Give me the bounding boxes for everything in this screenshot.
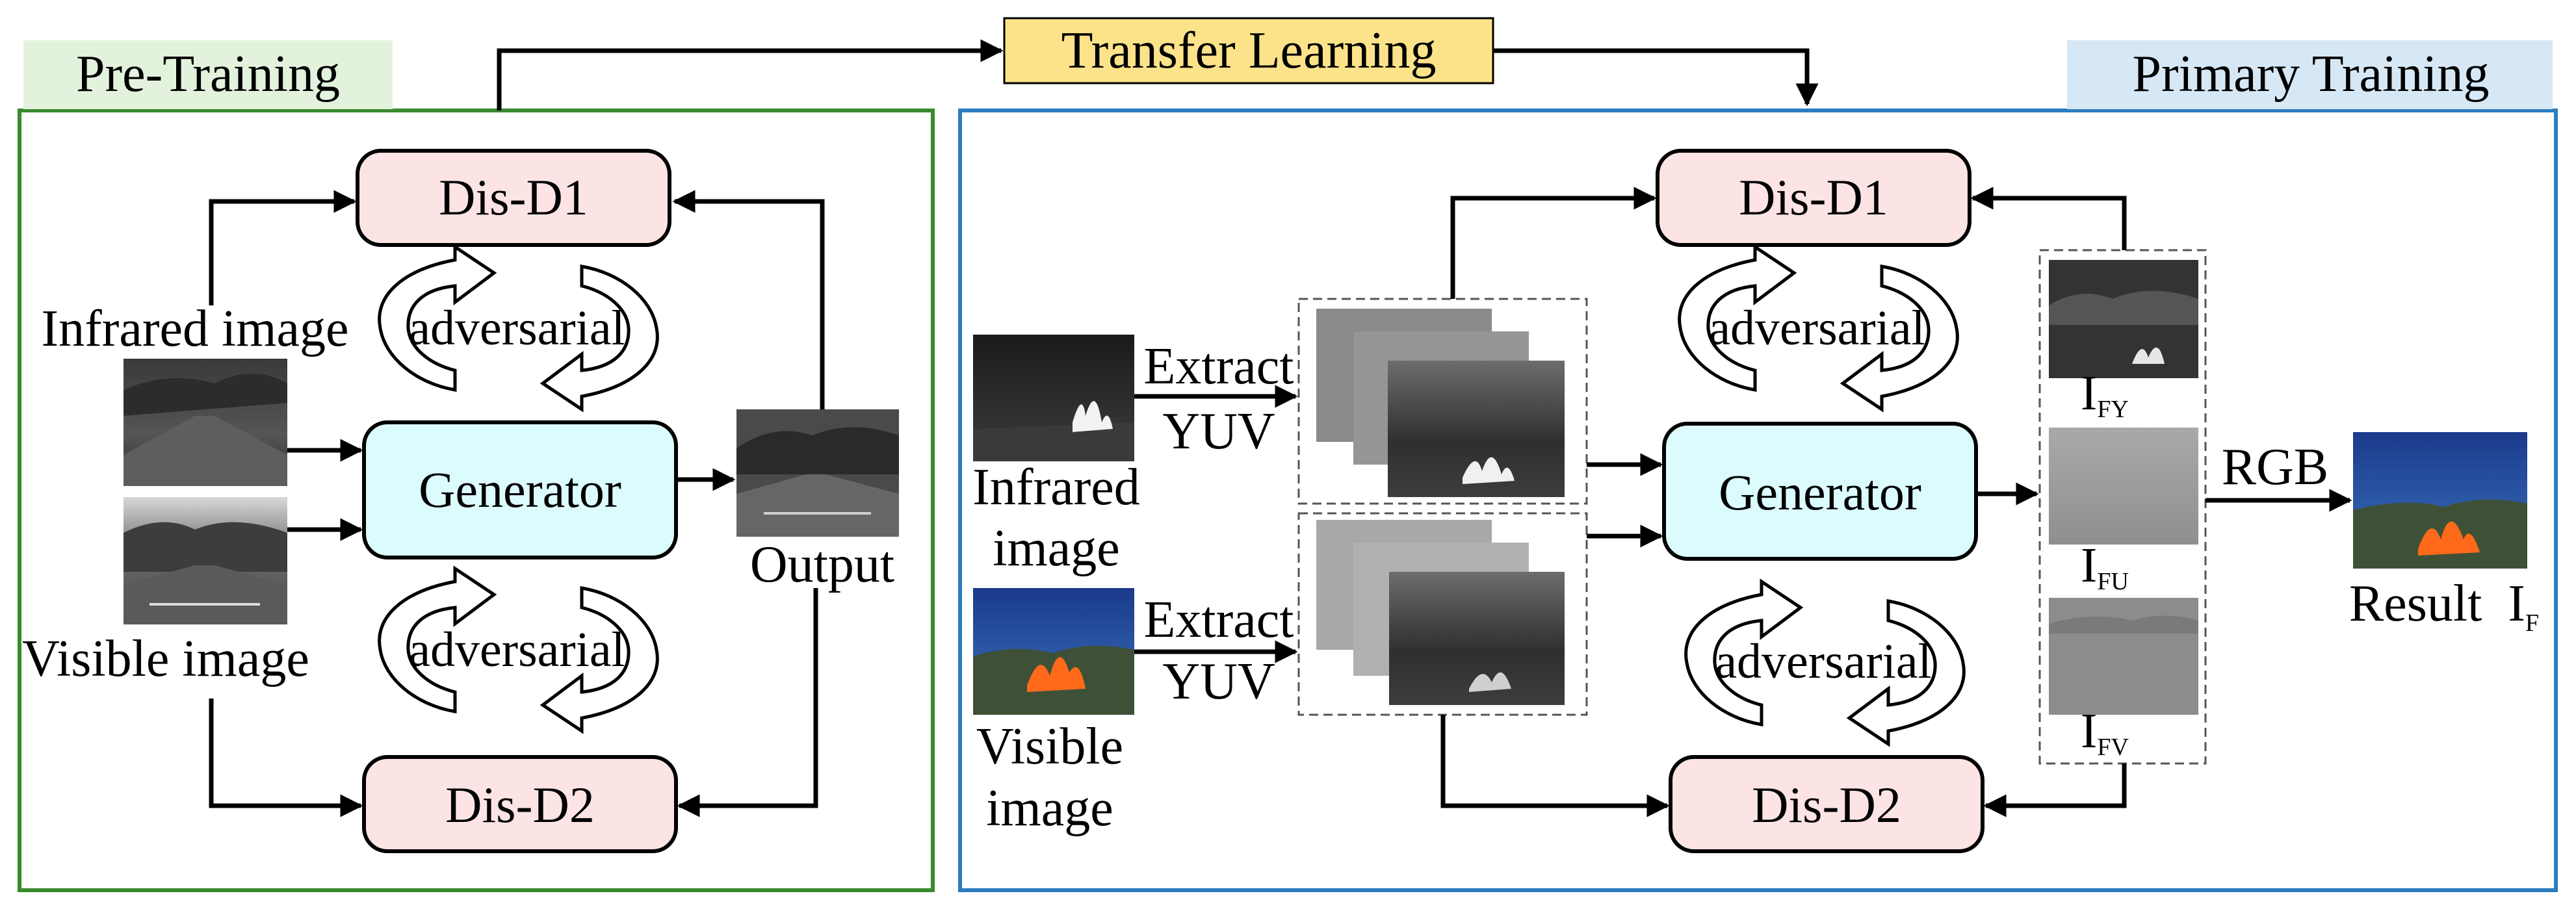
pretrain-infrared-thumbnail — [124, 359, 287, 486]
svg-text:Generator: Generator — [419, 461, 621, 518]
primary-title: Primary Training — [2133, 45, 2490, 103]
pretrain-arrows — [209, 190, 825, 817]
primary-extract-2: Extract — [1144, 591, 1294, 648]
primary-extract-1: Extract — [1144, 338, 1294, 395]
svg-text:Dis-D1: Dis-D1 — [1739, 169, 1888, 225]
primary-yuv-1: YUV — [1162, 403, 1275, 460]
primary-infrared-yuv-stack — [1297, 298, 1588, 505]
primary-visible-label-2: image — [986, 780, 1113, 837]
primary-panel — [958, 109, 2558, 892]
pretrain-dis-d2: Dis-D2 — [362, 755, 678, 853]
primary-i-fy: IFY — [2081, 366, 2129, 423]
primary-visible-yuv-stack — [1297, 512, 1588, 716]
transfer-arrows — [497, 39, 1819, 110]
pretrain-adversarial-top-icon — [378, 244, 659, 413]
primary-result-thumbnail — [2353, 432, 2527, 569]
pretrain-adversarial-top: adversarial — [408, 301, 625, 355]
primary-adversarial-bottom-icon — [1684, 578, 1966, 747]
primary-generator: Generator — [1662, 422, 1978, 561]
svg-text:Generator: Generator — [1719, 464, 1921, 520]
pretrain-generator: Generator — [362, 420, 678, 559]
pretrain-dis-d1: Dis-D1 — [356, 149, 671, 247]
primary-adversarial-bottom: adversarial — [1715, 634, 1931, 689]
pretrain-adversarial-bottom-icon — [378, 565, 659, 734]
primary-i-fv: IFV — [2081, 704, 2129, 761]
primary-adversarial-top: adversarial — [1708, 301, 1925, 355]
primary-title-bg — [2067, 40, 2553, 109]
pretrain-visible-thumbnail — [124, 497, 287, 624]
pretraining-panel — [18, 109, 935, 892]
primary-infrared-label-1: Infrared — [972, 459, 1140, 516]
primary-arrows — [1134, 186, 2352, 817]
transfer-learning-label: Transfer Learning — [1061, 22, 1437, 79]
primary-dis-d2: Dis-D2 — [1669, 755, 1984, 853]
primary-i-fu: IFU — [2081, 538, 2129, 595]
primary-adversarial-top-icon — [1678, 244, 1959, 413]
primary-dis-d1: Dis-D1 — [1656, 149, 1971, 247]
pretrain-adversarial-bottom: adversarial — [408, 622, 625, 677]
primary-yuv-2: YUV — [1162, 653, 1275, 710]
pretrain-output-thumbnail — [736, 409, 899, 537]
svg-text:Dis-D1: Dis-D1 — [439, 169, 588, 225]
pretrain-visible-label: Visible image — [22, 630, 309, 687]
primary-visible-thumbnail — [973, 588, 1134, 715]
primary-infrared-thumbnail — [973, 335, 1134, 461]
svg-text:Dis-D2: Dis-D2 — [1752, 776, 1901, 833]
primary-infrared-label-2: image — [993, 520, 1119, 577]
transfer-learning-box: Transfer Learning — [1003, 17, 1494, 84]
primary-result-label: Result IF — [2349, 575, 2539, 637]
pretraining-title: Pre-Training — [76, 45, 340, 103]
svg-text:Dis-D2: Dis-D2 — [445, 776, 595, 833]
primary-output-stack — [2038, 249, 2207, 765]
pretraining-title-bg — [23, 40, 393, 109]
pretrain-output-label: Output — [750, 536, 894, 593]
primary-rgb-label: RGB — [2222, 439, 2329, 496]
primary-visible-label-1: Visible — [976, 718, 1123, 775]
pretrain-infrared-label: Infrared image — [41, 300, 348, 357]
